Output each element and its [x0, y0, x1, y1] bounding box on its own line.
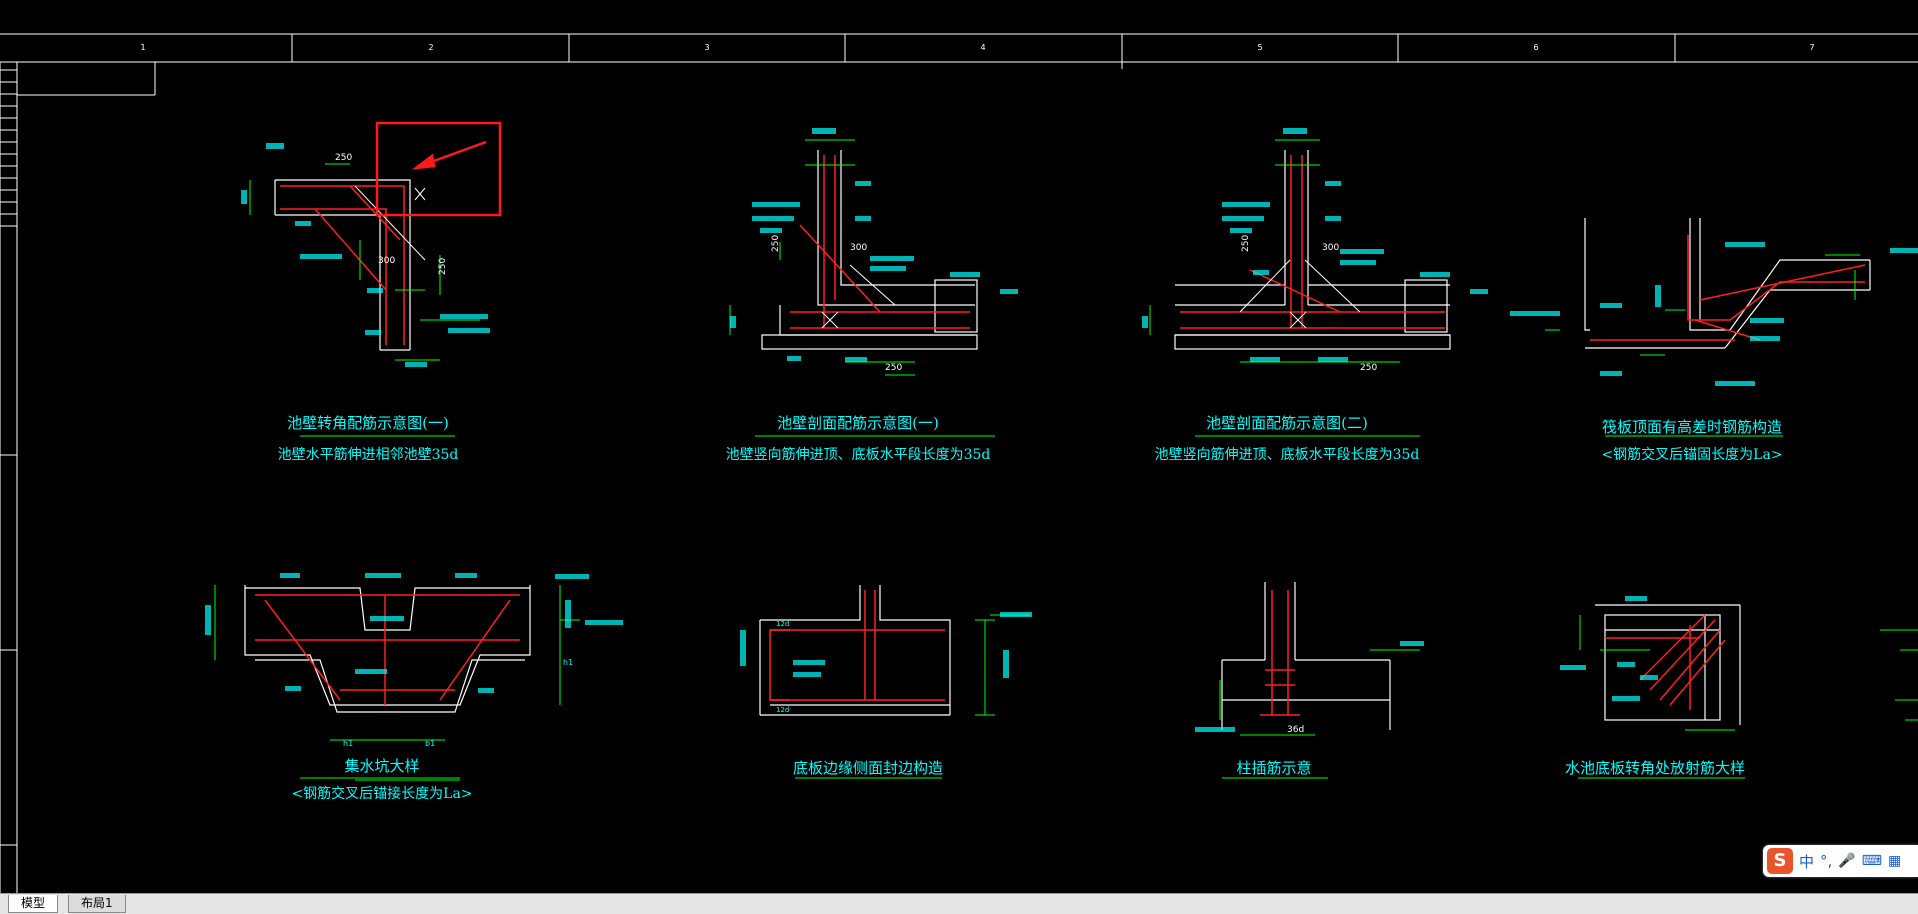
- cad-drawing: 250 250 300: [0, 33, 1918, 893]
- column-number: 6: [1533, 43, 1539, 52]
- dim-250-f: 250: [1241, 235, 1251, 252]
- caption-title: 集水坑大样: [344, 757, 420, 775]
- detail-column-dowel: 36d: [1195, 582, 1424, 736]
- microphone-icon[interactable]: 🎤: [1838, 853, 1856, 869]
- tab-layout1[interactable]: 布局1: [68, 895, 126, 913]
- ime-toolbar[interactable]: S 中 °, 🎤 ⌨ ▦: [1763, 845, 1918, 877]
- detail-slab-edge: 12d 12d: [740, 585, 1032, 716]
- detail-sump-pit: h1 b1 h1: [205, 573, 623, 781]
- column-number: 7: [1809, 43, 1815, 52]
- dim-36d: 36d: [1287, 725, 1304, 735]
- detail-slab-step: [1510, 218, 1918, 386]
- dim-12d-a: 12d: [776, 620, 789, 628]
- dim-300-c: 300: [1322, 243, 1339, 253]
- detail-partial-right: [1880, 629, 1918, 721]
- dim-h1-b: h1: [563, 658, 573, 667]
- layout-tab-bar: 模型 布局1: [0, 893, 1918, 914]
- ime-logo-icon[interactable]: S: [1767, 848, 1793, 874]
- caption-underlines: [300, 435, 1783, 779]
- caption-title: 底板边缘侧面封边构造: [792, 759, 944, 777]
- detail-corner-radial: [1560, 596, 1741, 731]
- column-number: 3: [704, 43, 710, 52]
- caption-subtitle: 池壁竖向筋伸进顶、底板水平段长度为35d: [1154, 447, 1420, 463]
- column-number: 1: [140, 43, 146, 52]
- caption-title: 筏板顶面有高差时钢筋构造: [1601, 418, 1783, 436]
- left-border: [0, 62, 156, 893]
- caption-title: 水池底板转角处放射筋大样: [1564, 759, 1746, 777]
- dim-250-c: 250: [885, 363, 902, 373]
- dim-300-a: 300: [378, 256, 395, 266]
- dim-250-b: 250: [438, 258, 448, 275]
- tab-model[interactable]: 模型: [8, 895, 59, 913]
- cad-model-canvas[interactable]: 250 250 300: [0, 0, 1918, 893]
- dim-h1-a: h1: [343, 739, 353, 748]
- caption-subtitle: <钢筋交叉后锚接长度为La>: [291, 786, 473, 802]
- column-number: 4: [980, 43, 986, 52]
- caption-title: 池壁剖面配筋示意图(一): [777, 414, 939, 432]
- dim-300-b: 300: [850, 243, 867, 253]
- caption-subtitle: 池壁水平筋伸进相邻池壁35d: [277, 447, 459, 463]
- highlight-annotation: [375, 121, 502, 217]
- dim-b1-a: b1: [425, 739, 435, 748]
- detail-wall-section-2: 250 250 300: [1142, 128, 1488, 373]
- detail-wall-corner-1: 250 250 300: [241, 121, 502, 367]
- grid-icon[interactable]: ▦: [1887, 853, 1902, 869]
- caption-subtitle: 池壁竖向筋伸进顶、底板水平段长度为35d: [725, 447, 991, 463]
- caption-subtitle: <钢筋交叉后锚固长度为La>: [1601, 447, 1783, 463]
- ime-punct-toggle[interactable]: °,: [1820, 852, 1833, 870]
- ime-mode-toggle[interactable]: 中: [1799, 852, 1815, 871]
- column-header-grid: [0, 33, 1918, 69]
- caption-title: 池壁转角配筋示意图(一): [287, 414, 449, 432]
- caption-title: 柱插筋示意: [1236, 759, 1312, 777]
- column-number: 5: [1257, 43, 1263, 52]
- dim-12d-b: 12d: [776, 706, 789, 714]
- caption-title: 池壁剖面配筋示意图(二): [1206, 414, 1368, 432]
- detail-wall-section-1: 250 250 300: [729, 128, 1018, 376]
- dim-250-a: 250: [335, 153, 352, 163]
- keyboard-icon[interactable]: ⌨: [1861, 853, 1882, 869]
- dim-250-d: 250: [771, 235, 781, 252]
- column-number: 2: [428, 43, 434, 52]
- dim-250-e: 250: [1360, 363, 1377, 373]
